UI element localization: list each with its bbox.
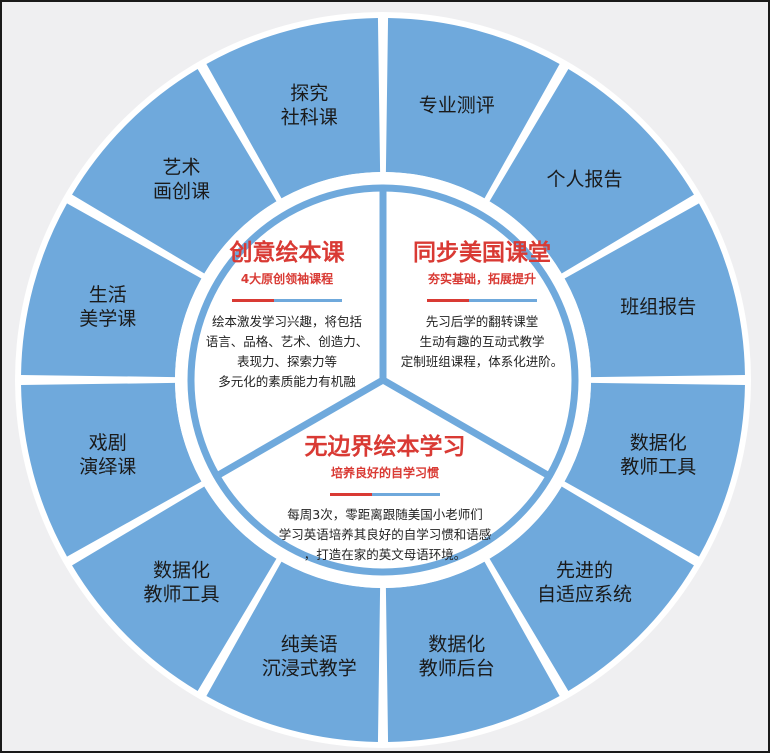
- accent-bar-blue: [274, 299, 342, 302]
- segment-label-drama-course: 演绎课: [79, 456, 136, 478]
- segment-label-teacher-tools-left: 数据化: [153, 560, 210, 582]
- segment-label-teacher-backend: 教师后台: [419, 657, 495, 679]
- segment-label-adaptive-system: 自适应系统: [537, 584, 632, 606]
- section-body-line: 定制班组课程，体系化进阶。: [401, 354, 564, 369]
- section-title: 同步美国课堂: [413, 239, 551, 266]
- segment-label-drama-course: 戏剧: [89, 432, 127, 454]
- section-title: 创意绘本课: [229, 239, 346, 266]
- section-subtitle: 培养良好的自学习惯: [331, 465, 439, 480]
- section-body-line: 每周3次，零距离跟随美国小老师们: [287, 507, 482, 522]
- segment-label-immersive-teaching: 纯美语: [281, 633, 338, 655]
- segment-teacher-tools-left: [72, 486, 277, 691]
- segment-research: [385, 18, 560, 199]
- segment-personal-report: [489, 69, 694, 274]
- segment-label-teacher-tools-right: 教师工具: [620, 456, 696, 478]
- accent-bar-red: [232, 299, 274, 302]
- segment-label-social-science: 社科课: [281, 107, 338, 129]
- section-subtitle: 夯实基础，拓展提升: [427, 271, 536, 286]
- segment-immersive-teaching: [206, 561, 381, 742]
- section-body-line: 学习英语培养其良好的自学习惯和语感: [279, 527, 492, 542]
- segment-life-aesthetics: [21, 203, 202, 378]
- inner-divider: [213, 376, 387, 480]
- inner-divider: [379, 376, 553, 480]
- section-body-line: ，打造在家的英文母语环境。: [304, 547, 467, 562]
- segment-art-creation: [72, 69, 277, 274]
- segment-label-art-creation: 艺术: [162, 156, 200, 178]
- section-boundless-learning: 无边界绘本学习培养良好的自学习惯每周3次，零距离跟随美国小老师们学习英语培养其良…: [279, 433, 492, 562]
- section-body-line: 先习后学的翻转课堂: [426, 314, 539, 329]
- section-body-line: 多元化的素质能力有机融: [218, 374, 356, 389]
- section-body-line: 语言、品格、艺术、创造力、: [206, 334, 369, 349]
- section-body-line: 绘本激发学习兴趣，将包括: [212, 314, 362, 329]
- section-title: 无边界绘本学习: [305, 433, 466, 460]
- segment-label-class-report: 班组报告: [620, 296, 696, 318]
- segment-adaptive-system: [489, 486, 694, 691]
- segment-class-report: [564, 203, 745, 378]
- accent-bar-blue: [372, 493, 440, 496]
- segment-label-teacher-tools-left: 教师工具: [143, 584, 219, 606]
- section-body-line: 生动有趣的互动式教学: [419, 334, 544, 349]
- segment-social-science: [206, 18, 381, 199]
- segment-label-social-science: 探究: [290, 83, 328, 105]
- accent-bar-red: [427, 299, 469, 302]
- section-sync-us-class: 同步美国课堂夯实基础，拓展提升先习后学的翻转课堂生动有趣的互动式教学定制班组课程…: [401, 239, 564, 369]
- segment-label-research: 专业测评: [419, 95, 495, 117]
- accent-bar-red: [330, 493, 372, 496]
- segment-drama-course: [21, 382, 202, 557]
- section-body-line: 表现力、探索力等: [237, 354, 337, 369]
- segment-label-life-aesthetics: 美学课: [79, 308, 136, 330]
- segment-label-teacher-backend: 数据化: [428, 633, 485, 655]
- segment-label-art-creation: 画创课: [153, 180, 210, 202]
- segment-label-personal-report: 个人报告: [547, 168, 623, 190]
- segment-teacher-backend: [385, 561, 560, 742]
- section-creative-picture-book: 创意绘本课 4大原创领袖课程绘本激发学习兴趣，将包括语言、品格、艺术、创造力、表现…: [206, 239, 369, 389]
- segment-label-adaptive-system: 先进的: [556, 560, 613, 582]
- accent-bar-blue: [469, 299, 537, 302]
- segment-label-immersive-teaching: 沉浸式教学: [262, 657, 357, 679]
- segment-teacher-tools-right: [564, 382, 745, 557]
- segment-label-life-aesthetics: 生活: [89, 284, 127, 306]
- segment-label-teacher-tools-right: 数据化: [630, 432, 687, 454]
- section-subtitle: 4大原创领袖课程: [241, 271, 333, 286]
